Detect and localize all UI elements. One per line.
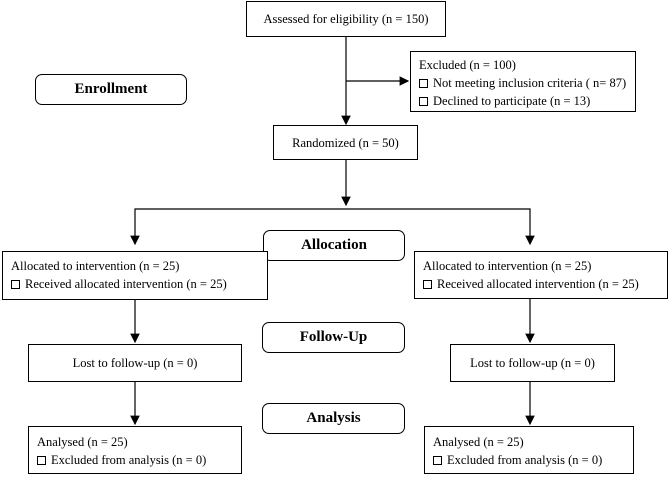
right-allocated-text: Allocated to intervention (n = 25) [423,259,592,273]
assessed-box: Assessed for eligibility (n = 150) [246,1,446,37]
right-analysed-box: Analysed (n = 25) Excluded from analysis… [424,426,634,474]
right-lost-text: Lost to follow-up (n = 0) [470,356,595,370]
left-analysed-box: Analysed (n = 25) Excluded from analysis… [28,426,242,474]
checkbox-bullet-icon [423,280,432,289]
stage-allocation: Allocation [263,230,405,261]
checkbox-bullet-icon [419,97,428,106]
excluded-item: Declined to participate (n = 13) [419,92,627,110]
right-lost-box: Lost to follow-up (n = 0) [450,344,615,382]
right-analysed-text: Analysed (n = 25) [433,435,524,449]
right-allocated-box: Allocated to intervention (n = 25) Recei… [414,251,668,299]
excluded-box: Excluded (n = 100) Not meeting inclusion… [410,51,636,112]
assessed-text: Assessed for eligibility (n = 150) [263,12,429,26]
checkbox-bullet-icon [419,79,428,88]
allocation-split-line [134,208,531,243]
left-allocated-box: Allocated to intervention (n = 25) Recei… [2,251,268,300]
excluded-title: Excluded (n = 100) [419,58,516,72]
left-lost-text: Lost to follow-up (n = 0) [72,356,198,370]
stage-enrollment: Enrollment [35,74,187,105]
right-excluded-analysis-item: Excluded from analysis (n = 0) [433,451,625,469]
randomized-text: Randomized (n = 50) [292,135,399,150]
left-received-item: Received allocated intervention (n = 25) [11,275,259,293]
left-lost-box: Lost to follow-up (n = 0) [28,344,242,382]
stage-analysis: Analysis [262,403,405,434]
left-excluded-analysis-item: Excluded from analysis (n = 0) [37,451,233,469]
checkbox-bullet-icon [433,456,442,465]
left-analysed-text: Analysed (n = 25) [37,435,128,449]
randomized-box: Randomized (n = 50) [273,125,418,160]
right-received-item: Received allocated intervention (n = 25) [423,275,659,293]
checkbox-bullet-icon [11,280,20,289]
excluded-item: Not meeting inclusion criteria ( n= 87) [419,74,627,92]
left-allocated-text: Allocated to intervention (n = 25) [11,259,180,273]
checkbox-bullet-icon [37,456,46,465]
stage-follow-up: Follow-Up [262,322,405,353]
